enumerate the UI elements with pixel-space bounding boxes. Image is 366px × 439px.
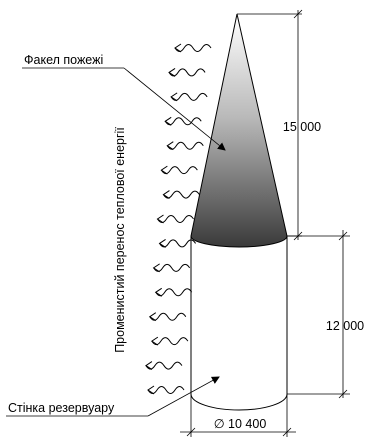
heat-wave-arrowhead <box>152 263 160 273</box>
heat-wave-arrowhead <box>156 214 164 224</box>
heat-wave-arrow <box>174 44 212 52</box>
heat-wave-arrow <box>170 92 208 101</box>
heat-wave-arrow <box>149 312 187 321</box>
dimension-tank-height <box>287 230 350 399</box>
heat-wave-arrowhead <box>162 190 170 199</box>
heat-wave-arrow <box>155 288 193 297</box>
heat-wave-arrowhead <box>150 336 159 346</box>
heat-wave-arrow <box>159 239 196 248</box>
heat-wave-arrowhead <box>147 385 155 395</box>
dimension-tank-diameter <box>180 394 296 437</box>
heat-wave-arrow <box>160 166 198 175</box>
heat-wave-arrowhead <box>164 116 172 126</box>
heat-wave-arrowhead <box>160 165 168 175</box>
heat-radiation-waves <box>145 43 212 395</box>
heat-wave-arrowhead <box>158 239 166 248</box>
heat-wave-arrow <box>147 386 185 394</box>
heat-wave-arrow <box>145 361 183 370</box>
radiation-label: Променистий перенос теплової енергії <box>113 127 127 353</box>
heat-wave-arrow <box>157 215 194 223</box>
heat-wave-arrow <box>166 141 204 150</box>
flame-cone <box>190 13 288 248</box>
heat-wave-arrowhead <box>166 141 174 151</box>
tank-diameter-label: ∅ 10 400 <box>214 417 267 431</box>
heat-wave-arrowhead <box>154 287 162 297</box>
flame-label-group: Факел пожежі <box>22 53 226 151</box>
heat-wave-arrowhead <box>148 312 157 322</box>
tank-height-label: 12 000 <box>326 319 364 333</box>
heat-wave-arrow <box>153 263 191 272</box>
flame-label: Факел пожежі <box>24 53 103 67</box>
heat-wave-arrow <box>164 117 202 126</box>
heat-wave-arrowhead <box>168 68 176 77</box>
wall-label-group: Стінка резервуару <box>6 376 220 417</box>
flame-height-label: 15 000 <box>283 120 321 134</box>
heat-wave-arrowhead <box>170 92 178 102</box>
heat-wave-arrow <box>168 68 206 77</box>
wall-label: Стінка резервуару <box>8 401 115 415</box>
heat-wave-arrow <box>151 337 189 346</box>
heat-wave-arrowhead <box>174 43 182 53</box>
heat-wave-arrow <box>163 190 200 199</box>
tank-cylinder <box>190 236 288 411</box>
heat-wave-arrowhead <box>145 361 153 370</box>
